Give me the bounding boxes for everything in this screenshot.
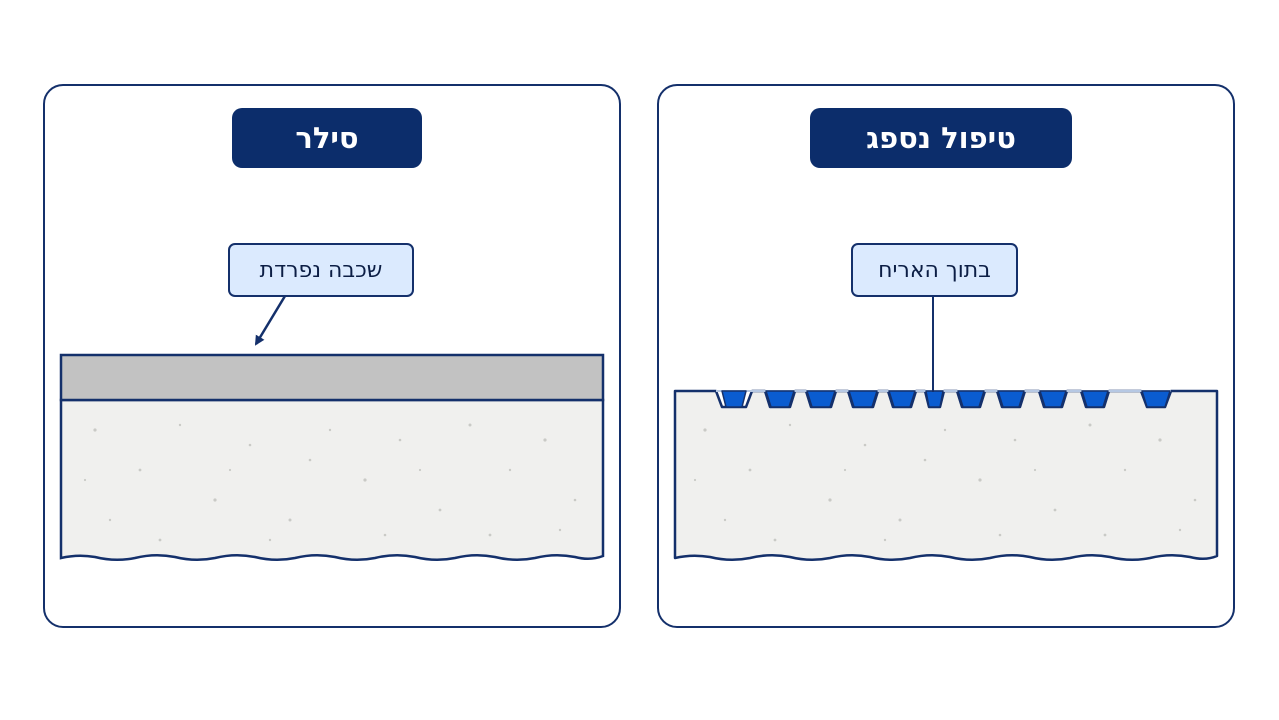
inside-tile-label: בתוך האריח [851, 243, 1018, 297]
sealer-arrow [254, 295, 287, 346]
right-tile-body [673, 389, 1219, 561]
impregnating-title: טיפול נספג [810, 108, 1072, 168]
sealer-layer [59, 353, 605, 402]
impregnator-tile-cross-section [673, 296, 1219, 561]
separate-layer-label: שכבה נפרדת [228, 243, 414, 297]
left-tile-body [59, 398, 605, 561]
sealer-title: סילר [232, 108, 422, 168]
left-tile-speckles [83, 423, 577, 542]
sealer-tile-cross-section [59, 295, 605, 561]
right-tile-speckles [693, 423, 1197, 542]
absorbed-pores [721, 390, 1171, 408]
